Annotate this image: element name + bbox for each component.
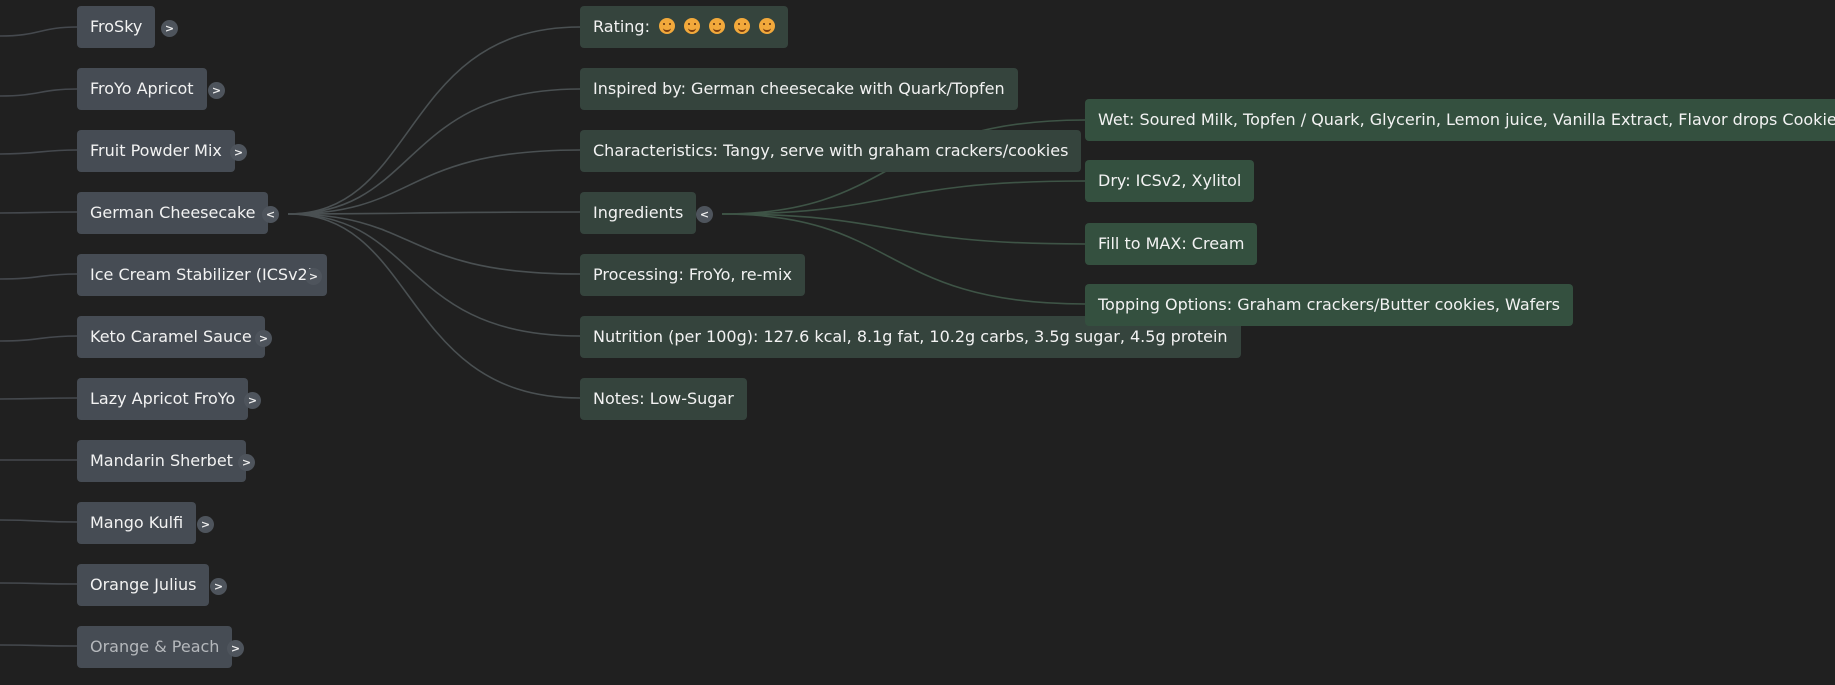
recipe-node-keto-caramel-sauce[interactable]: Keto Caramel Sauce — [77, 316, 265, 358]
yum-face-icon — [684, 18, 701, 34]
characteristics-text: Characteristics: Tangy, serve with graha… — [593, 141, 1069, 160]
ingredient-topping-node[interactable]: Topping Options: Graham crackers/Butter … — [1085, 284, 1574, 326]
rating-label: Rating: — [593, 17, 650, 36]
recipe-label: German Cheesecake — [90, 203, 256, 222]
expand-toggle-mandarin-sherbet[interactable]: > — [238, 454, 255, 471]
connector-line — [287, 211, 581, 215]
ingredients-node[interactable]: Ingredients — [580, 192, 697, 234]
recipe-label: Ice Cream Stabilizer (ICSv2) — [90, 265, 314, 284]
expand-toggle-keto-caramel-sauce[interactable]: > — [255, 330, 272, 347]
collapse-toggle-ingredients[interactable]: < — [696, 206, 713, 223]
connector-line — [0, 149, 78, 155]
connector-line — [0, 582, 78, 585]
recipe-label: Orange Julius — [90, 575, 197, 594]
connector-line — [0, 273, 78, 280]
connector-line — [0, 88, 78, 97]
notes-node[interactable]: Notes: Low-Sugar — [580, 378, 747, 420]
connector-line — [0, 335, 78, 342]
processing-node[interactable]: Processing: FroYo, re-mix — [580, 254, 805, 296]
connector-line — [287, 149, 581, 215]
processing-text: Processing: FroYo, re-mix — [593, 265, 792, 284]
recipe-label: FroYo Apricot — [90, 79, 194, 98]
connector-line — [287, 88, 581, 215]
yum-face-icon — [734, 18, 751, 34]
expand-toggle-lazy-apricot-froyo[interactable]: > — [244, 392, 261, 409]
ingredients-label: Ingredients — [593, 203, 684, 222]
ingredient-wet-node[interactable]: Wet: Soured Milk, Topfen / Quark, Glycer… — [1085, 99, 1835, 141]
recipe-node-fruit-powder-mix[interactable]: Fruit Powder Mix — [77, 130, 235, 172]
connector-line — [287, 213, 581, 399]
ingredient-fill-text: Fill to MAX: Cream — [1098, 234, 1245, 253]
connector-line — [721, 213, 1086, 245]
connector-line — [0, 519, 78, 523]
nutrition-text: Nutrition (per 100g): 127.6 kcal, 8.1g f… — [593, 327, 1228, 346]
characteristics-node[interactable]: Characteristics: Tangy, serve with graha… — [580, 130, 1082, 172]
recipe-node-lazy-apricot-froyo[interactable]: Lazy Apricot FroYo — [77, 378, 249, 420]
ingredient-wet-text: Wet: Soured Milk, Topfen / Quark, Glycer… — [1098, 110, 1835, 129]
recipe-node-ice-cream-stabilizer[interactable]: Ice Cream Stabilizer (ICSv2) — [77, 254, 327, 296]
ingredient-dry-node[interactable]: Dry: ICSv2, Xylitol — [1085, 160, 1255, 202]
recipe-node-mandarin-sherbet[interactable]: Mandarin Sherbet — [77, 440, 246, 482]
recipe-label: Orange & Peach — [90, 637, 220, 656]
recipe-label: Fruit Powder Mix — [90, 141, 222, 160]
recipe-node-german-cheesecake[interactable]: German Cheesecake — [77, 192, 269, 234]
recipe-label: Keto Caramel Sauce — [90, 327, 252, 346]
ingredient-fill-node[interactable]: Fill to MAX: Cream — [1085, 223, 1258, 265]
rating-node[interactable]: Rating: — [580, 6, 789, 48]
recipe-node-frosky[interactable]: FroSky — [77, 6, 156, 48]
connector-line — [0, 211, 78, 214]
recipe-label: Mango Kulfi — [90, 513, 184, 532]
connector-line — [0, 397, 78, 400]
recipe-node-orange-peach[interactable]: Orange & Peach — [77, 626, 233, 668]
recipe-label: Mandarin Sherbet — [90, 451, 233, 470]
connector-line — [287, 26, 581, 215]
connector-line — [0, 644, 78, 647]
recipe-node-orange-julius[interactable]: Orange Julius — [77, 564, 210, 606]
inspired-by-node[interactable]: Inspired by: German cheesecake with Quar… — [580, 68, 1018, 110]
yum-face-icon — [709, 18, 726, 34]
recipe-label: Lazy Apricot FroYo — [90, 389, 236, 408]
connector-line — [287, 213, 581, 275]
connector-line — [0, 26, 78, 37]
collapse-toggle-german-cheesecake[interactable]: < — [262, 206, 279, 223]
notes-text: Notes: Low-Sugar — [593, 389, 734, 408]
expand-toggle-mango-kulfi[interactable]: > — [197, 516, 214, 533]
connector-line — [287, 213, 581, 337]
connector-line — [721, 180, 1086, 215]
expand-toggle-frosky[interactable]: > — [161, 20, 178, 37]
expand-toggle-fruit-powder-mix[interactable]: > — [230, 144, 247, 161]
yum-face-icon — [759, 18, 776, 34]
expand-toggle-froyo-apricot[interactable]: > — [208, 82, 225, 99]
recipe-node-mango-kulfi[interactable]: Mango Kulfi — [77, 502, 197, 544]
ingredient-topping-text: Topping Options: Graham crackers/Butter … — [1098, 295, 1561, 314]
recipe-node-froyo-apricot[interactable]: FroYo Apricot — [77, 68, 207, 110]
yum-face-icon — [659, 18, 676, 34]
inspired-by-text: Inspired by: German cheesecake with Quar… — [593, 79, 1005, 98]
connector-line — [721, 213, 1086, 305]
expand-toggle-orange-peach[interactable]: > — [227, 640, 244, 657]
ingredient-dry-text: Dry: ICSv2, Xylitol — [1098, 171, 1242, 190]
expand-toggle-ice-cream-stabilizer[interactable]: > — [305, 268, 322, 285]
recipe-label: FroSky — [90, 17, 143, 36]
expand-toggle-orange-julius[interactable]: > — [210, 578, 227, 595]
